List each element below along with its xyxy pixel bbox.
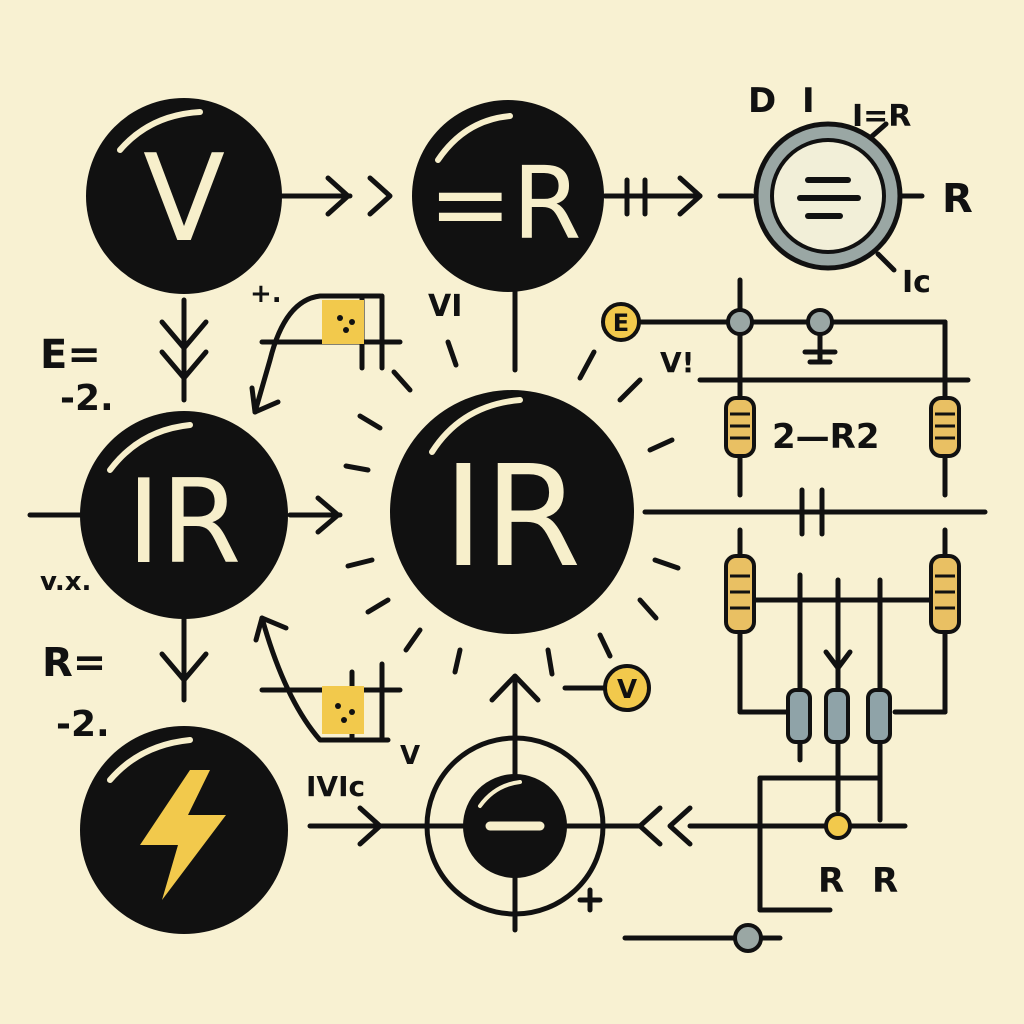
label-ir: I=R [852, 99, 911, 134]
resistor-bands [730, 412, 955, 610]
source-node [424, 735, 606, 917]
power-node [80, 726, 288, 934]
label-r-formula: R= [42, 640, 106, 686]
current-node-center: IR [390, 390, 634, 634]
junction-dots [726, 308, 852, 953]
label-vi: VI [428, 289, 462, 324]
e-badge: E [601, 302, 641, 342]
label-e-formula: E= [40, 332, 101, 378]
capacitor-top [322, 300, 364, 344]
label-r-left: R [818, 861, 844, 901]
gauge-icon [753, 121, 903, 271]
capacitor-bottom [322, 686, 364, 734]
svg-text:E: E [613, 309, 629, 337]
label-v-excl: V! [660, 346, 694, 379]
current-center-label: IR [443, 436, 582, 599]
v-badge: V [603, 664, 651, 712]
label-vx: v.x. [40, 567, 91, 597]
label-gauge-r: R [942, 176, 973, 222]
annotations: D I I=R R Ic E= -2. v.x. R= -2. +. VI V!… [40, 81, 973, 901]
voltage-label: V [143, 130, 225, 269]
label-tx: +. [250, 279, 282, 309]
label-e-formula-2: -2. [60, 378, 114, 419]
current-left-label: IR [127, 455, 242, 590]
resistance-node: =R [412, 100, 604, 292]
label-r-right: R [872, 861, 898, 901]
label-r-formula-2: -2. [56, 704, 110, 745]
label-d: D [748, 81, 776, 121]
voltage-node: V [86, 98, 282, 294]
label-ic: Ic [902, 265, 931, 300]
label-i: I [802, 81, 815, 121]
current-node-left: IR [80, 411, 288, 619]
svg-text:V: V [617, 675, 637, 705]
label-v-small: V [400, 741, 420, 771]
label-2-r2: 2—R2 [772, 417, 880, 457]
resistance-label: =R [428, 145, 581, 262]
lightning-bolt-icon [140, 770, 226, 900]
sun-rays [343, 339, 681, 677]
label-ivic: IVIc [306, 770, 365, 803]
